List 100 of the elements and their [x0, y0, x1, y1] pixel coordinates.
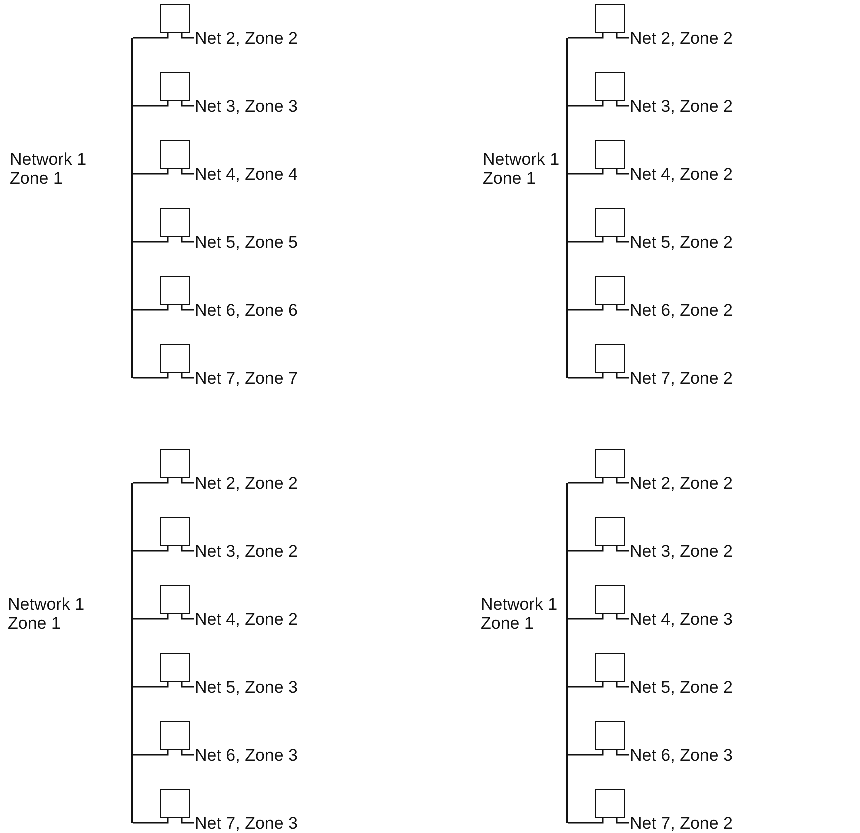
network-label: Net 6, Zone 3	[630, 746, 734, 766]
connector-line	[133, 614, 169, 620]
connector-line	[568, 33, 604, 39]
router-box	[160, 4, 190, 33]
network-label: Net 7, Zone 2	[630, 369, 734, 389]
connector-line	[181, 682, 194, 688]
connector-line	[616, 373, 629, 379]
connector-line	[181, 546, 194, 552]
connector-line	[133, 237, 169, 243]
network-label: Net 6, Zone 3	[195, 746, 298, 766]
router-box	[595, 449, 625, 478]
connector-line	[133, 546, 169, 552]
connector-line	[133, 818, 169, 824]
connector-line	[616, 237, 629, 243]
router-box	[160, 140, 190, 169]
connector-line	[568, 682, 604, 688]
router-box	[160, 585, 190, 614]
connector-line	[133, 101, 169, 107]
connector-line	[181, 33, 194, 39]
router-box	[160, 449, 190, 478]
connector-line	[616, 546, 629, 552]
connector-line	[568, 237, 604, 243]
connector-line	[568, 614, 604, 620]
router-box	[160, 72, 190, 101]
connector-line	[133, 682, 169, 688]
router-box	[160, 653, 190, 682]
connector-line	[616, 305, 629, 311]
router-box	[595, 208, 625, 237]
connector-line	[616, 169, 629, 175]
router-box	[595, 140, 625, 169]
router-box	[595, 276, 625, 305]
connector-line	[181, 305, 194, 311]
connector-line	[616, 33, 629, 39]
connector-line	[133, 33, 169, 39]
router-box	[160, 344, 190, 373]
router-box	[595, 72, 625, 101]
router-box	[160, 276, 190, 305]
connector-line	[616, 478, 629, 484]
connector-line	[616, 750, 629, 756]
connector-line	[133, 373, 169, 379]
network-label: Net 3, Zone 3	[195, 97, 298, 117]
connector-line	[181, 750, 194, 756]
router-box	[595, 344, 625, 373]
connector-line	[133, 478, 169, 484]
connector-line	[181, 373, 194, 379]
connector-line	[181, 169, 194, 175]
connector-line	[133, 750, 169, 756]
connector-line	[568, 818, 604, 824]
network-label: Net 6, Zone 6	[195, 301, 298, 321]
network-label: Net 2, Zone 2	[630, 29, 734, 49]
connector-line	[568, 478, 604, 484]
router-box	[160, 517, 190, 546]
network-label: Net 5, Zone 3	[195, 678, 298, 698]
connector-line	[568, 373, 604, 379]
connector-line	[181, 478, 194, 484]
connector-line	[616, 682, 629, 688]
network-label: Network 1 Zone 1	[481, 595, 559, 633]
network-label: Net 3, Zone 2	[195, 542, 298, 562]
network-label: Net 7, Zone 2	[630, 814, 734, 833]
network-label: Net 2, Zone 2	[195, 29, 298, 49]
connector-line	[616, 101, 629, 107]
router-box	[595, 4, 625, 33]
network-label: Network 1 Zone 1	[8, 595, 86, 633]
router-box	[160, 721, 190, 750]
network-label: Net 5, Zone 2	[630, 678, 734, 698]
router-box	[595, 585, 625, 614]
router-box	[160, 208, 190, 237]
backbone-line	[566, 483, 568, 823]
connector-line	[568, 305, 604, 311]
connector-line	[181, 237, 194, 243]
backbone-line	[131, 483, 133, 823]
backbone-line	[131, 38, 133, 378]
connector-line	[133, 169, 169, 175]
router-box	[595, 653, 625, 682]
network-label: Net 4, Zone 3	[630, 610, 734, 630]
network-label: Net 6, Zone 2	[630, 301, 734, 321]
connector-line	[181, 101, 194, 107]
network-label: Net 2, Zone 2	[195, 474, 298, 494]
router-box	[595, 789, 625, 818]
router-box	[160, 789, 190, 818]
network-label: Net 4, Zone 2	[195, 610, 298, 630]
connector-line	[181, 818, 194, 824]
network-label: Network 1 Zone 1	[483, 150, 561, 188]
network-label: Network 1 Zone 1	[10, 150, 88, 188]
connector-line	[568, 546, 604, 552]
connector-line	[181, 614, 194, 620]
connector-line	[616, 614, 629, 620]
network-label: Net 5, Zone 2	[630, 233, 734, 253]
network-label: Net 4, Zone 4	[195, 165, 298, 185]
network-label: Net 3, Zone 2	[630, 542, 734, 562]
network-label: Net 2, Zone 2	[630, 474, 734, 494]
router-box	[595, 517, 625, 546]
router-box	[595, 721, 625, 750]
network-label: Net 7, Zone 3	[195, 814, 298, 833]
connector-line	[616, 818, 629, 824]
connector-line	[133, 305, 169, 311]
network-label: Net 4, Zone 2	[630, 165, 734, 185]
network-label: Net 3, Zone 2	[630, 97, 734, 117]
backbone-line	[566, 38, 568, 378]
network-label: Net 7, Zone 7	[195, 369, 298, 389]
